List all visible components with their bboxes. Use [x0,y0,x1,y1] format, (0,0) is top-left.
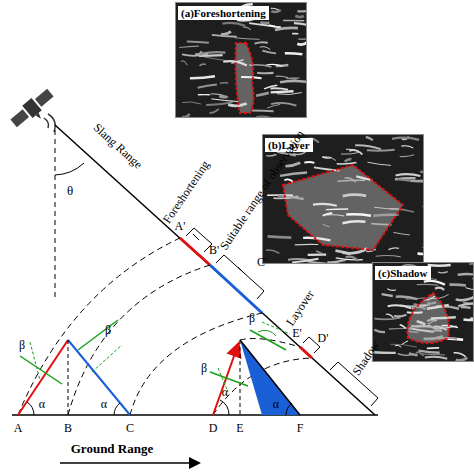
angle-symbol: α [101,398,107,410]
point-label: C' [257,256,267,268]
point-label: B' [209,244,219,256]
axis-label: Ground Range [71,442,153,455]
point-label: D [209,422,218,434]
angle-symbol: α [39,398,45,410]
angle-symbol: β [249,312,255,324]
angle-symbol: θ [67,184,73,197]
point-label: C [126,422,134,434]
angle-symbol: β [201,362,207,374]
sar-texture [176,3,306,117]
angle-symbol: α [222,386,228,398]
range-label: Layover [284,288,316,328]
range-label: Foreshortening [161,159,212,226]
inset-title: (c)Shadow [375,266,431,280]
point-label: F [297,422,304,434]
angle-symbol: β [19,339,25,351]
satellite-icon [8,86,59,134]
point-label: E [236,422,243,434]
inset-title: (a)Foreshortening [178,6,269,20]
sar-image-inset: (a)Foreshortening [175,2,307,118]
point-label: D' [318,332,329,344]
angle-symbol: β [105,324,111,336]
point-label: A' [175,220,186,232]
point-label: A [14,422,23,434]
sar-image-inset: (c)Shadow [372,262,474,362]
range-label: Slang Range [91,121,144,171]
point-label: E' [292,327,302,339]
angle-symbol: α [273,398,279,410]
point-label: B [64,422,72,434]
